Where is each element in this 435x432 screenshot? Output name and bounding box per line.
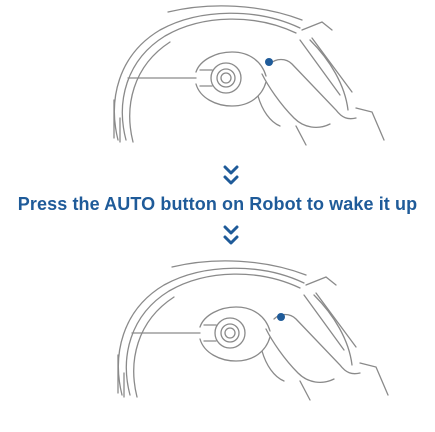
instruction-text: Press the AUTO button on Robot to wake i… (17, 194, 418, 214)
double-chevron-down-icon (222, 165, 240, 187)
double-chevron-down-icon (222, 225, 240, 247)
robot-illustration-bottom (0, 255, 435, 420)
robot-illustration-top (0, 0, 435, 165)
